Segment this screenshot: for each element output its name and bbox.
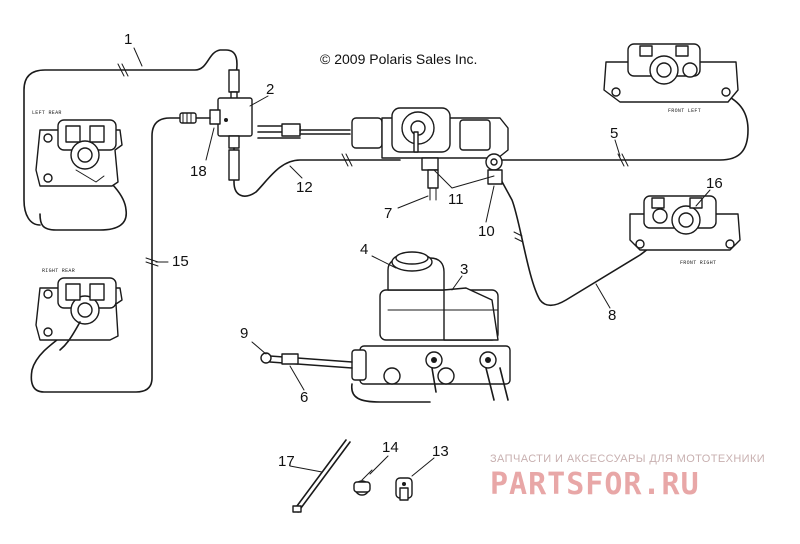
label-right-rear: RIGHT REAR xyxy=(42,268,75,274)
callout-leaders xyxy=(133,47,711,477)
tee-fitting xyxy=(209,97,253,149)
callout-4: 4 xyxy=(360,241,368,258)
callout-10: 10 xyxy=(478,223,495,240)
callout-14: 14 xyxy=(382,439,399,456)
label-front-right: FRONT RIGHT xyxy=(680,260,716,266)
part-14-clip xyxy=(353,469,373,496)
caliper-left-rear xyxy=(35,119,123,187)
caliper-front-left xyxy=(603,43,739,103)
copyright-text: © 2009 Polaris Sales Inc. xyxy=(320,51,477,67)
brake-line-5 xyxy=(497,91,749,161)
part-17-zip-tie xyxy=(297,441,351,513)
callout-1: 1 xyxy=(124,31,132,48)
callout-6: 6 xyxy=(300,389,308,406)
callout-2: 2 xyxy=(266,81,274,98)
callout-12: 12 xyxy=(296,179,313,196)
line-break-1 xyxy=(117,63,129,77)
brake-line-12 xyxy=(233,147,401,197)
brake-line-15 xyxy=(30,117,183,393)
watermark-brand: PARTSFOR.RU xyxy=(490,467,700,502)
callout-11: 11 xyxy=(448,191,464,208)
label-front-left: FRONT LEFT xyxy=(668,108,701,114)
callout-18: 18 xyxy=(190,163,207,180)
callout-8: 8 xyxy=(608,307,616,324)
callout-13: 13 xyxy=(432,443,449,460)
watermark-tagline: ЗАПЧАСТИ И АКСЕССУАРЫ ДЛЯ МОТОТЕХНИКИ xyxy=(490,453,765,465)
callout-17: 17 xyxy=(278,453,295,470)
callout-16: 16 xyxy=(706,175,723,192)
callout-3: 3 xyxy=(460,261,468,278)
brake-line-1 xyxy=(23,49,238,226)
caliper-front-right xyxy=(629,195,741,251)
callout-9: 9 xyxy=(240,325,248,342)
label-left-rear: LEFT REAR xyxy=(32,110,62,116)
master-cylinder-bottom xyxy=(260,251,511,403)
callout-7: 7 xyxy=(384,205,392,222)
callout-15: 15 xyxy=(172,253,189,270)
master-cylinder-top xyxy=(257,107,509,201)
callout-5: 5 xyxy=(610,125,618,142)
caliper-right-rear xyxy=(35,277,123,351)
part-13-clip xyxy=(395,477,413,501)
fitting-top xyxy=(228,69,240,93)
hose-left-rear xyxy=(39,164,127,231)
